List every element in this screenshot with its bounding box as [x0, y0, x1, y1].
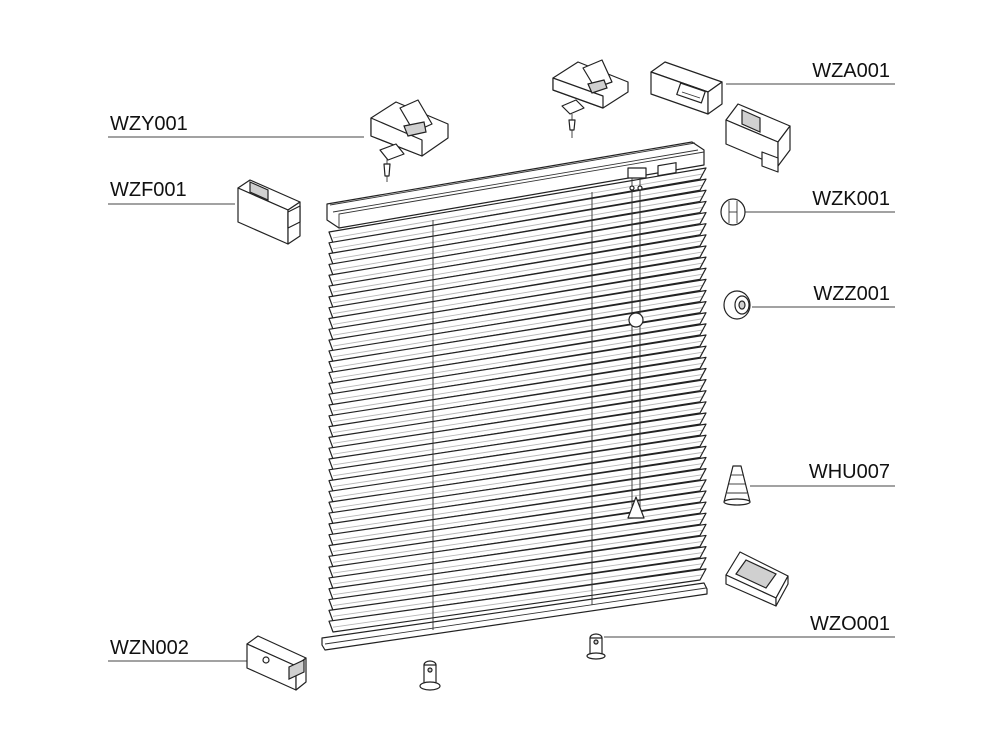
pleat [328, 568, 707, 633]
bracket-top-right [552, 59, 629, 138]
whu007-cone [723, 465, 751, 506]
pleat [328, 401, 707, 471]
label-wzy001: WZY001 [108, 113, 364, 138]
pleat [328, 178, 707, 255]
label-wzo001-text: WZO001 [810, 613, 890, 635]
label-wzy001-text: WZY001 [110, 113, 188, 135]
pleat [328, 356, 707, 428]
label-wzf001-text: WZF001 [110, 179, 187, 201]
label-wzo001: WZO001 [604, 613, 895, 638]
pleat [328, 312, 707, 384]
pleat [328, 367, 707, 439]
pleat [328, 278, 707, 352]
pleat [328, 434, 707, 503]
pleat [328, 289, 707, 363]
pleat [328, 267, 707, 341]
pleat [328, 189, 707, 266]
label-whu007: WHU007 [750, 461, 895, 487]
wzo001-pin [586, 633, 606, 660]
pleat [328, 334, 707, 406]
pleat [328, 390, 707, 460]
pleat [328, 423, 707, 493]
label-wzn002-text: WZN002 [110, 637, 189, 659]
pull-cord [627, 167, 647, 519]
pleat [328, 523, 707, 590]
pleat [328, 167, 707, 244]
pleat [328, 378, 707, 449]
pleat [328, 490, 707, 557]
wzz001-ring [723, 290, 751, 320]
wzy001-bracket [370, 99, 449, 182]
pleat [328, 468, 707, 536]
pleat [328, 234, 707, 309]
wzf001-end-cap [237, 179, 301, 245]
label-wzz001: WZZ001 [752, 283, 895, 308]
pleat [328, 211, 707, 287]
pleat [328, 512, 707, 579]
pleat [328, 479, 707, 547]
bottom-rail [321, 582, 708, 651]
label-wza001: WZA001 [726, 60, 895, 85]
pleat [328, 256, 707, 330]
pleat [328, 223, 707, 298]
lower-pin [419, 660, 441, 691]
head-rail [326, 141, 705, 229]
wza001-cord-lock [650, 61, 723, 115]
pleat [328, 557, 707, 622]
pleat [328, 445, 707, 514]
pleated-blind [321, 141, 708, 651]
pleat [328, 200, 707, 276]
label-wza001-text: WZA001 [812, 60, 890, 82]
pleat [328, 456, 707, 525]
label-wzn002: WZN002 [108, 637, 248, 662]
label-wzk001-text: WZK001 [812, 188, 890, 210]
end-cap-top-right [725, 103, 791, 173]
label-wzf001: WZF001 [108, 179, 235, 205]
pleat [328, 301, 707, 374]
cord-weight [627, 496, 645, 519]
wzn002-end-cap [246, 635, 307, 691]
pleat [328, 501, 707, 568]
blind-pleats [328, 167, 707, 633]
label-wzk001: WZK001 [745, 188, 895, 213]
label-wzz001-text: WZZ001 [813, 283, 890, 305]
wzo001-end-cap [725, 551, 789, 607]
pleat [328, 545, 707, 611]
pleat [328, 323, 707, 395]
pleat [328, 412, 707, 482]
pleat [328, 534, 707, 601]
wzk001-clip [720, 198, 746, 226]
label-whu007-text: WHU007 [809, 461, 890, 483]
cord-ball [628, 312, 644, 328]
pleat [328, 345, 707, 417]
pleat [328, 245, 707, 320]
